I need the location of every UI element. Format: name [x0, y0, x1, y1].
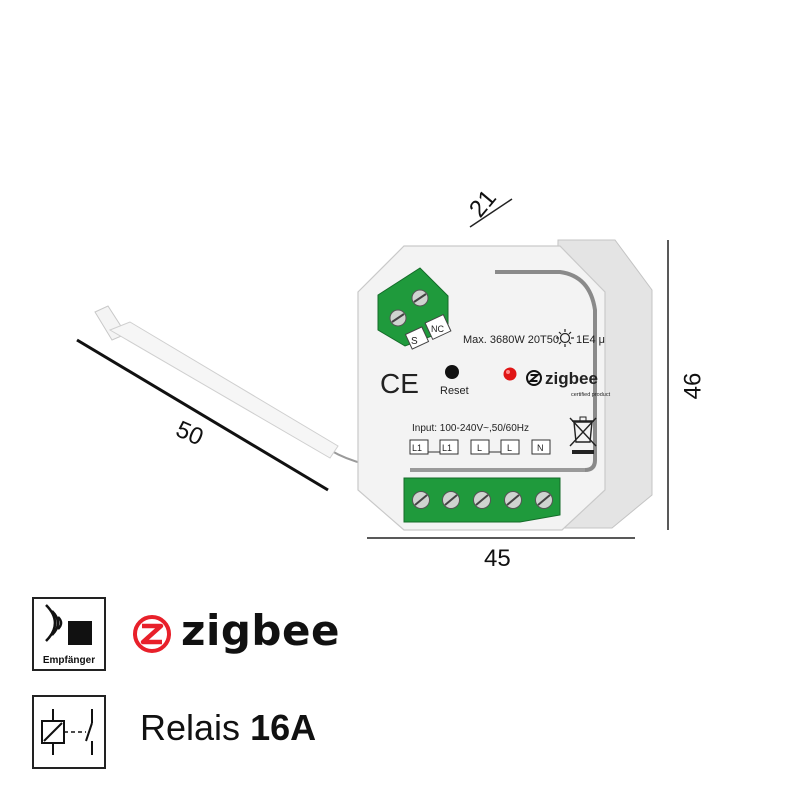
top-terminal-label-nc: NC: [431, 324, 444, 334]
relay-icon: [32, 695, 106, 769]
antenna-dimension-line: [76, 338, 329, 492]
receiver-icon: Empfänger: [32, 597, 106, 671]
device-certified-label: certified product: [571, 392, 611, 398]
device-zigbee-label: zigbee: [545, 369, 598, 388]
bottom-terminal-labels: L1 L1 L L N: [409, 439, 551, 455]
device-zigbee-logo-icon: [526, 370, 542, 386]
max-rating-text: Max. 3680W 20T50: [463, 334, 559, 346]
bottom-terminal-label: L1: [412, 443, 422, 453]
depth-dimension-line: [469, 198, 513, 228]
relais-label: Relais: [140, 707, 241, 748]
zigbee-logo-text: zigbee: [181, 606, 340, 655]
bottom-terminal-block: [403, 477, 561, 523]
reset-label: Reset: [440, 385, 469, 397]
receiver-label: Empfänger: [42, 655, 96, 666]
wireless-signal-icon: [45, 604, 92, 645]
lamp-icon: [556, 329, 574, 347]
weee-bin-icon: [569, 416, 597, 454]
width-dimension-label: 45: [484, 545, 511, 572]
device-illustration: S NC Max. 3680W 20T50 1E4 μ CE Reset zig…: [76, 198, 669, 539]
bottom-terminal-label: L: [477, 443, 482, 453]
antenna: [94, 305, 339, 459]
status-led-icon: [503, 367, 517, 381]
input-rating-text: Input: 100-240V~,50/60Hz: [412, 423, 529, 434]
relais-rating: 16A: [250, 707, 317, 748]
ce-mark: CE: [380, 368, 419, 399]
top-terminal-label-s: S: [411, 336, 418, 347]
reset-button-icon: [445, 365, 459, 379]
lamp-rating-text: 1E4 μ: [576, 334, 605, 346]
internal-wire: [495, 270, 597, 472]
bottom-terminal-label: N: [537, 443, 544, 453]
relais-text: Relais 16A: [140, 707, 316, 749]
bottom-terminal-label: L: [507, 443, 512, 453]
zigbee-logo-icon: [133, 615, 171, 653]
bottom-terminal-label: L1: [442, 443, 452, 453]
